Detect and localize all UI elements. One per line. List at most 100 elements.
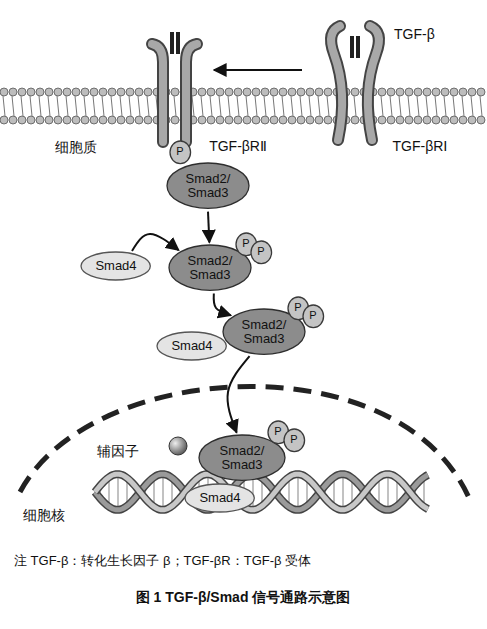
text-label: 注 TGF-β：转化生长因子 β；TGF-βR：TGF-β 受体 bbox=[14, 552, 311, 570]
lipid-tail bbox=[408, 96, 410, 116]
lipid-head bbox=[315, 116, 323, 124]
lipid-tail bbox=[129, 96, 131, 116]
node-text-group: Smad2/ Smad3 bbox=[185, 254, 235, 281]
lipid-tail bbox=[309, 96, 311, 116]
lipid-head bbox=[72, 116, 80, 124]
cell-membrane bbox=[0, 88, 485, 124]
text-label: TGF-β bbox=[394, 26, 435, 42]
lipid-head bbox=[315, 88, 323, 96]
lipid-head bbox=[261, 88, 269, 96]
lipid-head bbox=[261, 116, 269, 124]
lipid-tail bbox=[210, 96, 212, 116]
node-text-group: Smad2/ Smad3 bbox=[183, 172, 233, 199]
node-text-group: P bbox=[309, 310, 316, 322]
dna-strand bbox=[95, 474, 428, 510]
lipid-head bbox=[90, 88, 98, 96]
base-pair bbox=[342, 474, 343, 510]
node-shape bbox=[251, 241, 272, 264]
node-label: P bbox=[176, 146, 183, 158]
lipid-tail bbox=[426, 96, 428, 116]
node-shape bbox=[157, 332, 226, 360]
lipid-head bbox=[387, 116, 395, 124]
lipid-tail bbox=[453, 96, 455, 116]
lipid-head bbox=[198, 88, 206, 96]
lipid-head bbox=[450, 88, 458, 96]
lipid-head bbox=[9, 116, 17, 124]
lipid-tail bbox=[354, 96, 356, 116]
node-shape bbox=[303, 305, 324, 328]
node-text-group: P bbox=[242, 238, 249, 250]
lipid-head bbox=[243, 88, 251, 96]
node-text-group: P bbox=[294, 302, 301, 314]
node-label: P bbox=[242, 238, 249, 250]
node-label: Smad4 bbox=[171, 339, 212, 353]
smad4-ellipse: Smad4 bbox=[184, 483, 255, 513]
lipid-head bbox=[396, 88, 404, 96]
lipid-head bbox=[270, 116, 278, 124]
lipid-tail bbox=[246, 96, 248, 116]
lipid-head bbox=[207, 88, 215, 96]
text-label: 细胞质 bbox=[55, 139, 97, 157]
lipid-head bbox=[198, 116, 206, 124]
lipid-head bbox=[207, 116, 215, 124]
lipid-head bbox=[441, 88, 449, 96]
lipid-head bbox=[0, 88, 8, 96]
lipid-head bbox=[99, 88, 107, 96]
node-label: Smad2/ Smad3 bbox=[217, 444, 267, 471]
lipid-head bbox=[117, 88, 125, 96]
node-label: P bbox=[257, 246, 264, 258]
lipid-head bbox=[81, 116, 89, 124]
text-label: 细胞核 bbox=[23, 507, 65, 525]
node-label: Smad4 bbox=[199, 491, 240, 505]
lipid-tail bbox=[273, 96, 275, 116]
lipid-head bbox=[432, 88, 440, 96]
lipid-head bbox=[27, 116, 35, 124]
lipid-tail bbox=[102, 96, 104, 116]
lipid-tail bbox=[147, 96, 149, 116]
lipid-tail bbox=[84, 96, 86, 116]
lipid-head bbox=[18, 88, 26, 96]
lipid-tail bbox=[390, 96, 392, 116]
lipid-head bbox=[135, 88, 143, 96]
lipid-head bbox=[9, 88, 17, 96]
lipid-head bbox=[225, 116, 233, 124]
node-text-group: Smad4 bbox=[199, 491, 240, 505]
lipid-head bbox=[477, 116, 485, 124]
node-shape bbox=[167, 163, 249, 208]
lipid-head bbox=[27, 88, 35, 96]
node-shape bbox=[185, 484, 254, 512]
lipid-tail bbox=[381, 96, 383, 116]
lipid-tail bbox=[138, 96, 140, 116]
lipid-head bbox=[216, 116, 224, 124]
node-text-group: Smad4 bbox=[95, 259, 136, 273]
lipid-tail bbox=[264, 96, 266, 116]
lipid-tail bbox=[480, 96, 482, 116]
lipid-tail bbox=[219, 96, 221, 116]
dna-helix bbox=[95, 474, 428, 510]
text-label: 辅因子 bbox=[97, 443, 139, 461]
figure-caption: 图 1 TGF-β/Smad 信号通路示意图 bbox=[136, 589, 351, 607]
lipid-head bbox=[18, 116, 26, 124]
cofactor-ball bbox=[169, 437, 187, 455]
lipid-head bbox=[279, 88, 287, 96]
lipid-tail bbox=[327, 96, 329, 116]
lipid-tail bbox=[462, 96, 464, 116]
lipid-tail bbox=[75, 96, 77, 116]
lipid-head bbox=[54, 116, 62, 124]
lipid-tail bbox=[444, 96, 446, 116]
lipid-head bbox=[414, 88, 422, 96]
node-shape bbox=[81, 252, 150, 280]
lipid-head bbox=[171, 116, 179, 124]
lipid-head bbox=[144, 88, 152, 96]
lipid-head bbox=[405, 88, 413, 96]
lipid-head bbox=[378, 88, 386, 96]
lipid-head bbox=[54, 88, 62, 96]
lipid-tail bbox=[93, 96, 95, 116]
lipid-head bbox=[279, 116, 287, 124]
lipid-head bbox=[126, 88, 134, 96]
base-pair bbox=[297, 474, 298, 510]
lipid-tail bbox=[192, 96, 194, 116]
lipid-head bbox=[396, 116, 404, 124]
text-label: TGF-βRⅠ bbox=[393, 138, 448, 154]
lipid-head bbox=[423, 88, 431, 96]
